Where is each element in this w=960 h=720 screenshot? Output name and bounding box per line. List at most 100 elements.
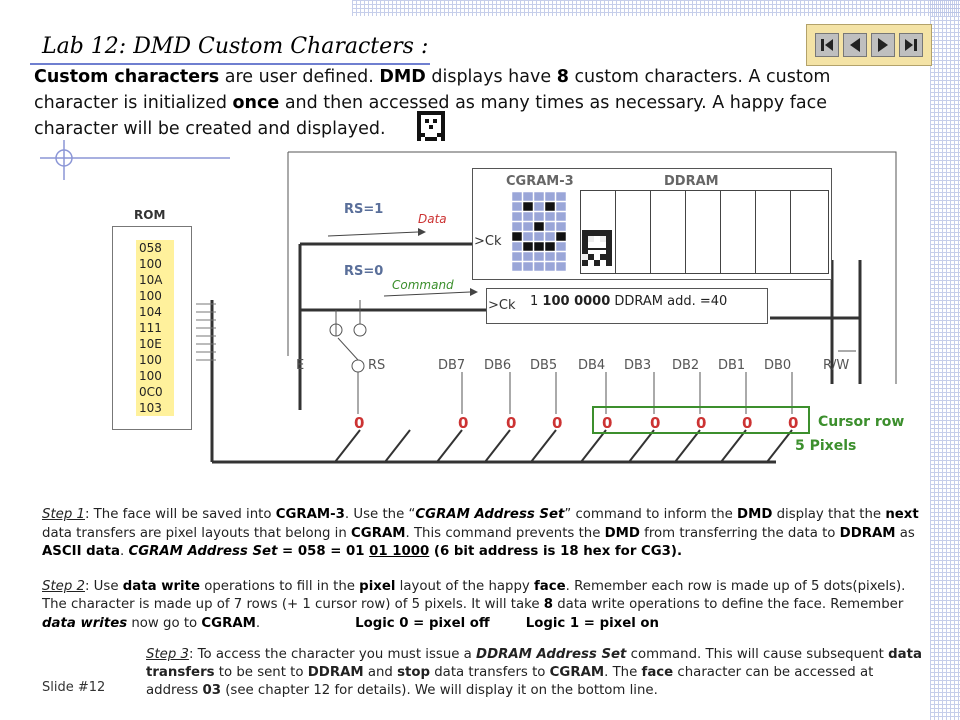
cgram-pixel (522, 261, 534, 272)
cgram-pixel (533, 191, 545, 202)
rom-cell: 0C0 (136, 384, 174, 400)
cgram-pixel (522, 231, 534, 242)
last-icon (905, 39, 917, 51)
cgram-pixel (555, 261, 567, 272)
pin-label: DB6 (484, 358, 512, 373)
rom-cell: 100 (136, 256, 174, 272)
cgram-pixel (511, 251, 523, 262)
step-2-paragraph: Step 2 (42, 578, 85, 594)
cgram-pixel (544, 221, 556, 232)
last-slide-button[interactable] (899, 33, 923, 57)
intro-paragraph: Custom characters are user defined. DMD … (34, 67, 831, 139)
command-register (486, 288, 768, 324)
decorative-grid-right (930, 0, 960, 720)
cgram-pixel (544, 241, 556, 252)
cgram-pixel (533, 241, 545, 252)
bit-value: 0 (650, 414, 661, 432)
cgram-pixel (555, 191, 567, 202)
cgram-pixel (522, 211, 534, 222)
command-label: Command (392, 278, 454, 292)
five-pixels-label: 5 Pixels (795, 438, 857, 454)
pin-label: DB1 (718, 358, 746, 373)
cursor-row-label: Cursor row (818, 414, 905, 430)
decorative-grid-top (352, 0, 960, 16)
cgram-pixel (533, 221, 545, 232)
pin-label: DB7 (438, 358, 466, 373)
pin-label: DB5 (530, 358, 558, 373)
cgram-pixel (522, 201, 534, 212)
next-slide-button[interactable] (871, 33, 895, 57)
cgram-pixel (511, 241, 523, 252)
cgram-pixel (511, 201, 523, 212)
title-underline (30, 63, 430, 65)
cgram-pixel (533, 251, 545, 262)
decorative-crosshair (40, 140, 230, 180)
bit-value: 0 (742, 414, 753, 432)
cgram-pixel (555, 211, 567, 222)
rom-cell: 058 (136, 240, 174, 256)
cgram-pixel (544, 211, 556, 222)
cgram-pixel (511, 221, 523, 232)
cgram-pixel (533, 231, 545, 242)
pin-label: E (296, 358, 305, 373)
rom-cell: 100 (136, 352, 174, 368)
command-value: 1 100 0000 DDRAM add. =40 (530, 294, 728, 309)
ddram-label: DDRAM (664, 174, 719, 189)
cgram-pixel (544, 191, 556, 202)
rom-label: ROM (134, 208, 166, 222)
cgram-pixel (555, 241, 567, 252)
cgram-label: CGRAM-3 (506, 174, 574, 189)
bit-value: 0 (354, 414, 365, 432)
rom-cell: 100 (136, 368, 174, 384)
pin-label: DB0 (764, 358, 792, 373)
pin-label: DB2 (672, 358, 700, 373)
rom-cell: 10A (136, 272, 174, 288)
prev-icon (850, 38, 860, 52)
first-slide-button[interactable] (815, 33, 839, 57)
pin-label: DB4 (578, 358, 606, 373)
previous-slide-button[interactable] (843, 33, 867, 57)
bit-value: 0 (458, 414, 469, 432)
rom-cell: 111 (136, 320, 174, 336)
ddram-grid (580, 190, 829, 274)
rom-cell: 104 (136, 304, 174, 320)
rs1-label: RS=1 (344, 202, 384, 217)
pin-label: R/W (823, 358, 850, 373)
rom-cell: 100 (136, 288, 174, 304)
bit-value: 0 (506, 414, 517, 432)
step-1-paragraph: Step 1: The face will be saved into CGRA… (42, 507, 919, 631)
data-label: Data (418, 212, 447, 226)
happy-face-icon (417, 111, 445, 141)
cgram-pixel (555, 251, 567, 262)
cgram-pixel (511, 261, 523, 272)
pin-label: DB3 (624, 358, 652, 373)
rom-cell: 10E (136, 336, 174, 352)
rom-cell: 103 (136, 400, 174, 416)
cursor-row-box (592, 406, 810, 434)
cgram-pixel (511, 231, 523, 242)
cgram-pixel (544, 261, 556, 272)
cgram-pixel (522, 251, 534, 262)
cgram-pixel (533, 261, 545, 272)
cgram-pixel (555, 201, 567, 212)
bit-value: 0 (552, 414, 563, 432)
cgram-pixel (544, 201, 556, 212)
cgram-pixel (544, 251, 556, 262)
cgram-pixel (511, 211, 523, 222)
cgram-pixel (555, 231, 567, 242)
rs0-label: RS=0 (344, 264, 384, 279)
first-icon (821, 39, 833, 51)
slide-number: Slide #12 (42, 680, 106, 695)
cgram-face-grid (511, 191, 567, 272)
cgram-pixel (522, 221, 534, 232)
slide-title: Lab 12: DMD Custom Characters : (42, 34, 429, 59)
bit-value: 0 (602, 414, 613, 432)
cgram-pixel (533, 211, 545, 222)
cgram-pixel (522, 191, 534, 202)
cgram-pixel (533, 201, 545, 212)
cgram-pixel (555, 221, 567, 232)
step-3-paragraph: Step 3: To access the character you must… (146, 647, 922, 698)
cgram-pixel (544, 231, 556, 242)
